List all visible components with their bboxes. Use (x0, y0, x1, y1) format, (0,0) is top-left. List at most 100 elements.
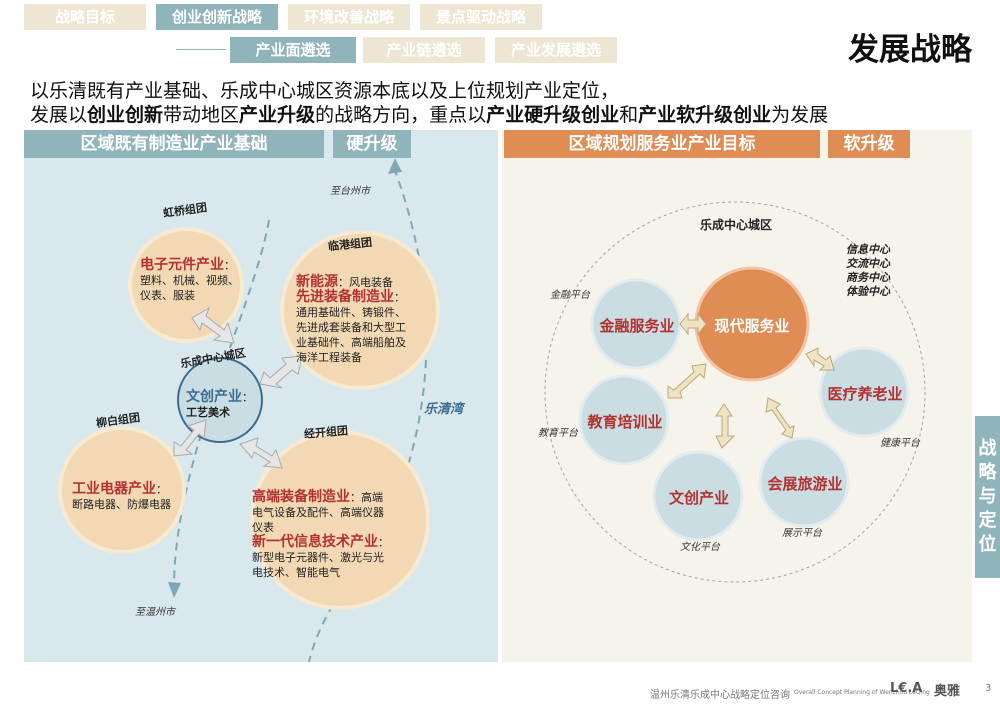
finance-platform-label: 金融平台 (550, 290, 590, 301)
to-taizhou-label: 至台州市 (330, 186, 370, 197)
lingang-industry-1: 新能源 (296, 274, 338, 290)
education-circle (578, 374, 670, 466)
center-industry: 文创产业 (186, 389, 242, 405)
tab-scenic-strategy[interactable]: 景点驱动战略 (420, 4, 542, 30)
lingang-detail: 海洋工程装备 (296, 351, 362, 364)
tab-industry-selection[interactable]: 产业面遴选 (230, 37, 356, 63)
lingang-detail: 业基础件、高端船舶及 (296, 336, 406, 349)
jingkai-detail: 电气设备及配件、高端仪器 (252, 506, 384, 519)
right-diagram (544, 201, 926, 583)
modern-service-label: 现代服务业 (714, 317, 790, 335)
center-item: 交流中心 (846, 257, 890, 270)
left-diagram (58, 158, 440, 662)
jingkai-industry-1: 高端装备制造业 (252, 489, 350, 505)
lingang-detail: 通用基础件、铸锻件、 (296, 306, 406, 319)
footer-en: Overall Concept Planning of Wenzhou LeQi… (794, 689, 930, 696)
lingang-detail: 先进成套装备和大型工 (296, 321, 406, 334)
double-arrow-icon (765, 397, 795, 439)
hard-upgrade-badge: 硬升级 (333, 130, 411, 158)
hongqiao-industry: 电子元件产业 (140, 257, 224, 273)
jingkai-circle (250, 430, 430, 610)
double-arrow-icon (239, 437, 283, 469)
side-tab-strategy-positioning[interactable]: 战 略 与 定 位 (975, 416, 1000, 578)
bay-label: 乐清湾 (424, 402, 464, 417)
double-arrow-icon (173, 419, 207, 457)
liubai-industry: 工业电器产业 (72, 481, 156, 497)
jingkai-detail: ：高端 (350, 491, 383, 504)
company-logo: L€.A (890, 681, 923, 696)
center-item: 信息中心 (846, 243, 890, 256)
footer-cn: 温州乐清乐成中心战略定位咨询 (650, 690, 790, 701)
road-arrow-icon (168, 582, 181, 598)
left-panel-header: 区域既有制造业产业基础 (24, 130, 324, 158)
center-detail: 工艺美术 (186, 406, 230, 419)
culture-platform-label: 文化平台 (680, 542, 720, 553)
liubai-detail: 断路电器、防爆电器 (72, 498, 171, 511)
double-arrow-icon (679, 312, 707, 336)
double-arrow-icon (667, 363, 707, 399)
jingkai-detail: ： (378, 536, 389, 549)
side-tab-char: 战 (978, 438, 997, 459)
double-arrow-icon (191, 306, 235, 344)
side-tab-char: 位 (978, 534, 997, 555)
tab-development-selection[interactable]: 产业发展遴选 (495, 37, 617, 63)
exhibition-platform-label: 展示平台 (782, 528, 822, 539)
tab-environment-strategy[interactable]: 环境改善战略 (288, 4, 410, 30)
right-panel-header: 区域规划服务业产业目标 (504, 130, 820, 158)
intro-text: 发展以 (30, 104, 88, 126)
tab-divider-line (176, 49, 226, 50)
intro-text: 和 (619, 104, 639, 126)
to-wenzhou-label: 至温州市 (135, 607, 175, 618)
lingang-industry-1-detail: ：风电装备 (338, 276, 393, 289)
intro-line-1: 以乐清既有产业基础、乐成中心城区资源本底以及上位规划产业定位， (30, 80, 620, 102)
tab-chain-selection[interactable]: 产业链遴选 (363, 37, 485, 63)
page-number: 3 (985, 683, 992, 694)
hongqiao-text: 电子元件产业： 塑料、机械、视频、 仪表、服装 (140, 257, 239, 303)
road-arrow-icon (388, 158, 402, 174)
education-platform-label: 教育平台 (538, 428, 578, 439)
hongqiao-detail: 塑料、机械、视频、 (140, 274, 239, 287)
centers-list: 信息中心 交流中心 商务中心 体验中心 (846, 243, 890, 299)
liubai-circle (58, 426, 186, 554)
lingang-text: 新能源：风电装备 先进装备制造业： 通用基础件、铸锻件、 先进成套装备和大型工 … (296, 274, 406, 365)
double-arrow-icon (805, 347, 835, 371)
education-label: 教育培训业 (587, 413, 663, 431)
hongqiao-detail: 仪表、服装 (140, 289, 195, 302)
culture-label: 文创产业 (668, 489, 729, 507)
health-label: 医疗养老业 (827, 385, 903, 403)
center-circle (177, 357, 263, 443)
intro-bold: 产业升级 (239, 104, 316, 126)
hongqiao-circle (128, 227, 244, 343)
road-path (173, 219, 270, 589)
side-tab-char: 定 (978, 510, 997, 531)
intro-bold: 创业创新 (87, 104, 164, 126)
lingang-industry-2: 先进装备制造业 (296, 289, 394, 305)
page-title: 发展战略 (848, 32, 972, 68)
intro-line-2: 发展以创业创新带动地区产业升级的战略方向，重点以产业硬升级创业和产业软升级创业为… (30, 100, 828, 127)
health-platform-label: 健康平台 (880, 438, 920, 449)
exhibition-circle (758, 436, 850, 528)
jingkai-industry-2: 新一代信息技术产业 (252, 534, 378, 550)
intro-text: 为发展 (771, 104, 829, 126)
double-arrow-icon (715, 403, 736, 449)
liubai-text: 工业电器产业： 断路电器、防爆电器 (72, 481, 171, 512)
intro-text: 带动地区 (163, 104, 240, 126)
intro-text: 的战略方向，重点以 (315, 104, 487, 126)
soft-upgrade-badge: 软升级 (828, 130, 910, 158)
city-area-boundary (544, 201, 926, 583)
jingkai-text: 高端装备制造业：高端 电气设备及配件、高端仪器 仪表 新一代信息技术产业： 新型… (252, 490, 412, 580)
lingang-circle (280, 230, 440, 390)
intro-bold: 产业软升级创业 (638, 104, 772, 126)
tab-innovation-strategy[interactable]: 创业创新战略 (156, 4, 278, 30)
jingkai-detail: 新型电子元器件、激光与光 (252, 551, 384, 564)
side-tab-char: 与 (978, 486, 997, 507)
center-item: 体验中心 (846, 285, 890, 298)
double-arrow-icon (259, 355, 303, 389)
center-text: 文创产业： 工艺美术 (186, 389, 253, 420)
company-brand: 奥雅 (934, 684, 961, 699)
side-tab-char: 略 (978, 462, 997, 483)
jingkai-detail: 仪表 (252, 521, 274, 534)
finance-label: 金融服务业 (599, 317, 675, 335)
tab-strategy-goal[interactable]: 战略目标 (24, 4, 146, 30)
city-area-label: 乐成中心城区 (700, 218, 773, 232)
